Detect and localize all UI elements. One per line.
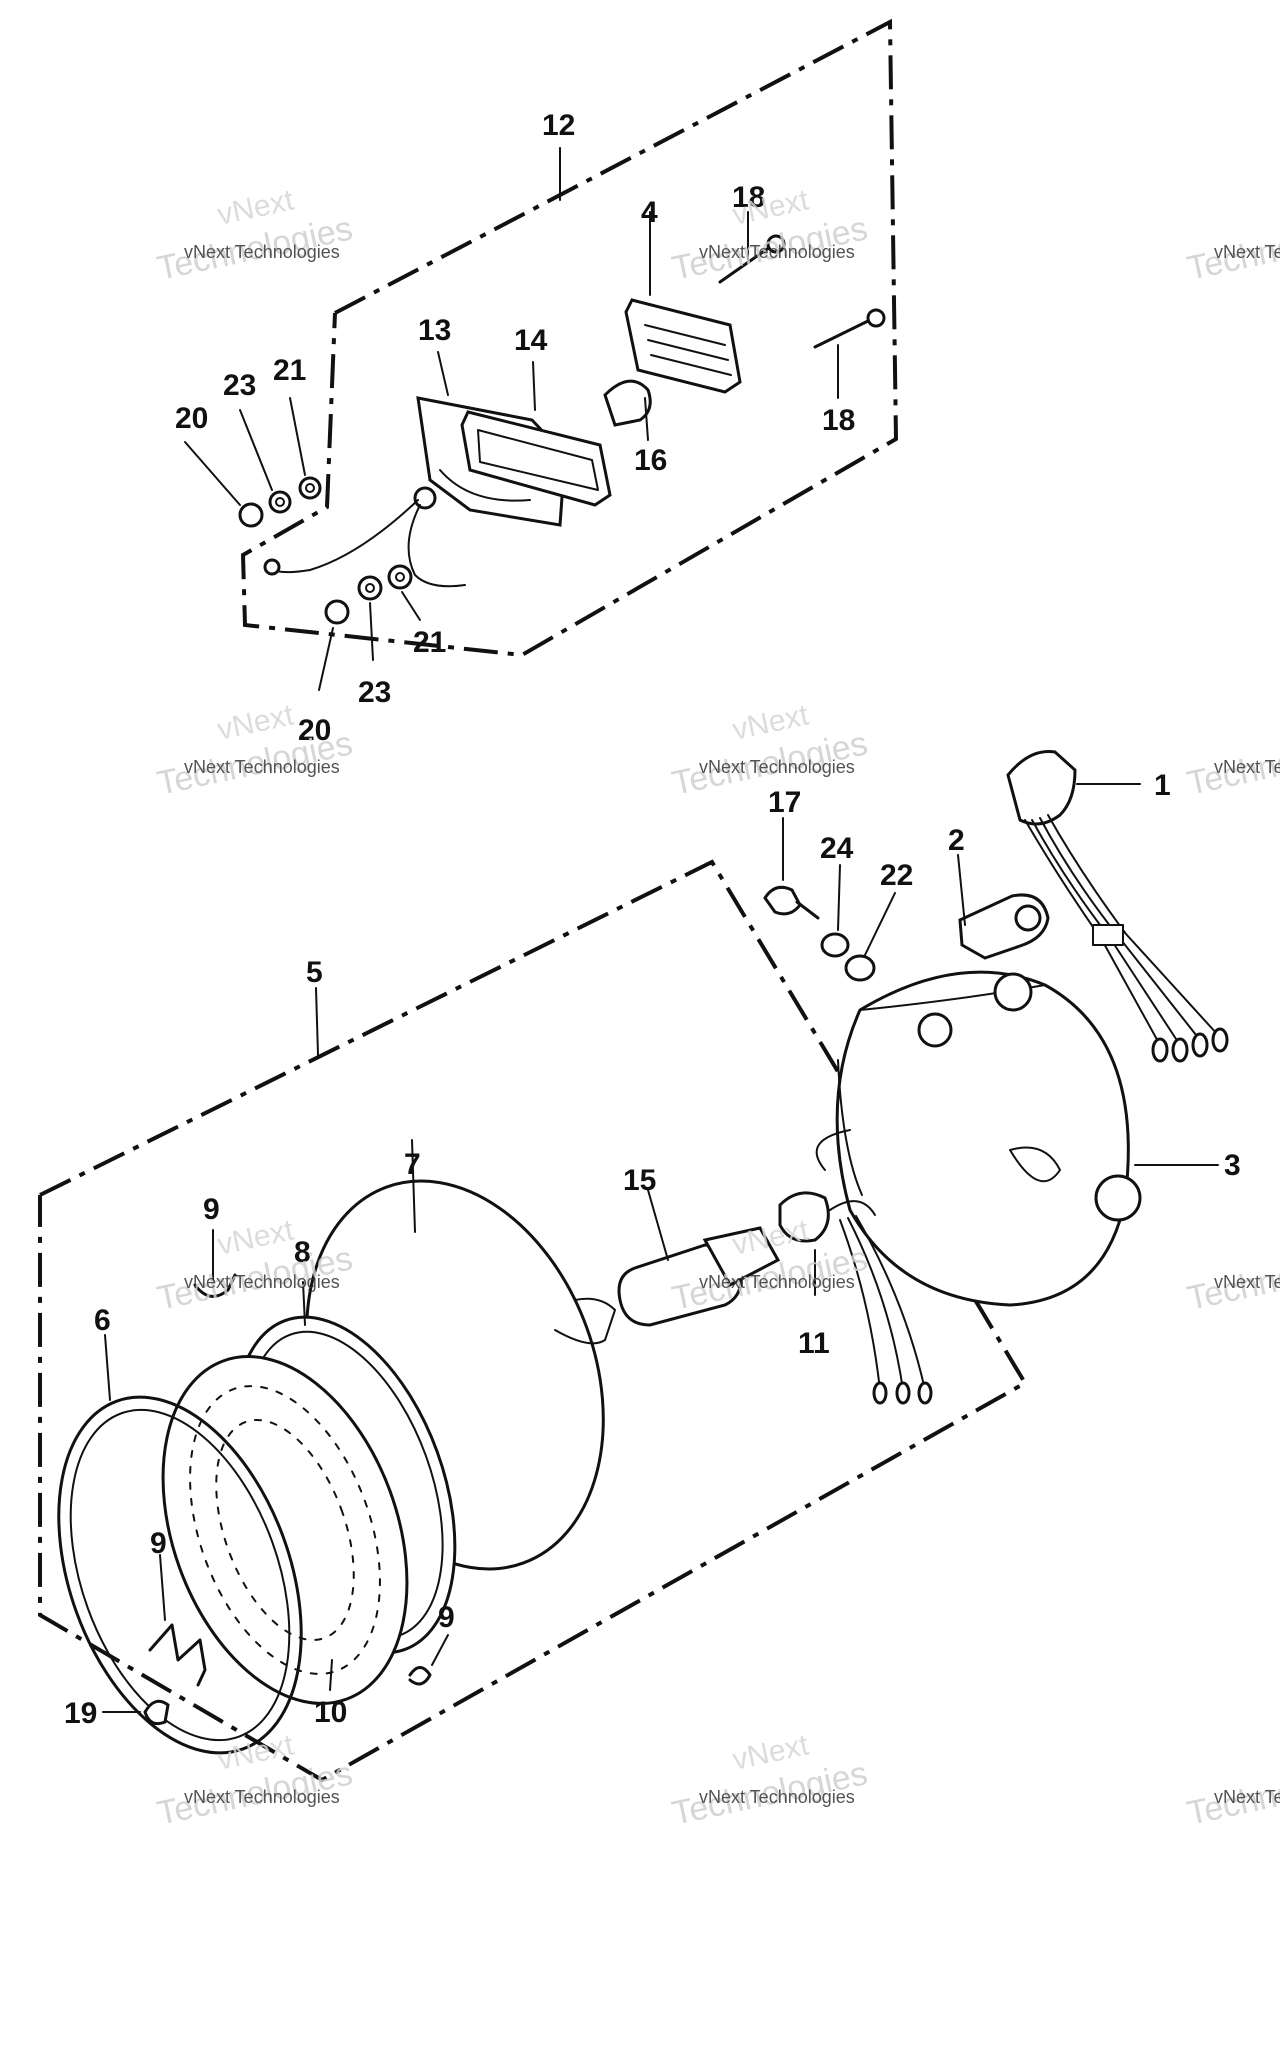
svg-text:vNext Technologies: vNext Technologies bbox=[699, 1787, 855, 1807]
svg-text:vNext Technologies: vNext Technologies bbox=[184, 242, 340, 262]
watermark: vNext Technologies vNext Technologies bbox=[669, 1728, 871, 1832]
label-10: 10 bbox=[314, 1696, 347, 1729]
svg-text:vNext Technologies: vNext Technologies bbox=[699, 242, 855, 262]
label-9a: 9 bbox=[203, 1193, 220, 1226]
screw-part-19 bbox=[143, 1699, 170, 1726]
label-20b: 20 bbox=[298, 714, 331, 747]
svg-text:vNext Technologies: vNext Technologies bbox=[699, 757, 855, 777]
label-14: 14 bbox=[514, 324, 548, 357]
label-6: 6 bbox=[94, 1304, 111, 1337]
label-15: 15 bbox=[623, 1164, 656, 1197]
watermark: Technologies vNext Technologies bbox=[1184, 209, 1280, 287]
watermark: Technologies vNext Technologies bbox=[1184, 1754, 1280, 1832]
label-8: 8 bbox=[294, 1236, 311, 1269]
label-1: 1 bbox=[1154, 769, 1171, 802]
outer-rim-part-6 bbox=[57, 1395, 303, 1755]
label-13: 13 bbox=[418, 314, 451, 347]
label-9b: 9 bbox=[150, 1527, 167, 1560]
watermark: Technologies vNext Technologies bbox=[1184, 1239, 1280, 1317]
bolt-part-17 bbox=[763, 885, 802, 916]
bulb-part-16 bbox=[603, 379, 652, 427]
label-23a: 23 bbox=[223, 369, 256, 402]
headlight-assembly bbox=[38, 749, 1229, 1783]
cover-part-4 bbox=[624, 298, 742, 394]
label-17: 17 bbox=[768, 786, 801, 819]
svg-text:vNext Technologies: vNext Technologies bbox=[184, 1787, 340, 1807]
label-18a: 18 bbox=[732, 181, 765, 214]
label-9c: 9 bbox=[438, 1601, 455, 1634]
label-2: 2 bbox=[948, 824, 965, 857]
label-21b: 21 bbox=[413, 626, 446, 659]
clip-part-9 bbox=[148, 1623, 207, 1687]
label-7: 7 bbox=[404, 1148, 421, 1181]
svg-text:vNext Technologies: vNext Technologies bbox=[1214, 242, 1280, 262]
label-21a: 21 bbox=[273, 354, 306, 387]
label-11: 11 bbox=[798, 1327, 830, 1360]
watermark: vNext Technologies vNext Technologies bbox=[669, 183, 871, 287]
assembly-12-boundary bbox=[240, 18, 899, 658]
case-part-3 bbox=[835, 970, 1130, 1307]
svg-text:vNext Technologies: vNext Technologies bbox=[184, 1272, 340, 1292]
watermark: Technologies vNext Technologies bbox=[1184, 724, 1280, 802]
label-5: 5 bbox=[306, 956, 323, 989]
label-19: 19 bbox=[64, 1697, 97, 1730]
license-light-assembly bbox=[184, 18, 899, 691]
label-18b: 18 bbox=[822, 404, 855, 437]
svg-text:vNext Technologies: vNext Technologies bbox=[1214, 1272, 1280, 1292]
watermark: vNext Technologies vNext Technologies bbox=[154, 183, 356, 287]
label-16: 16 bbox=[634, 444, 667, 477]
svg-text:vNext Technologies: vNext Technologies bbox=[699, 1272, 855, 1292]
label-23b: 23 bbox=[358, 676, 391, 709]
sealed-beam-part-10 bbox=[161, 1355, 409, 1705]
label-20a: 20 bbox=[175, 402, 208, 435]
wire-harness bbox=[1024, 814, 1219, 1046]
socket-part-11 bbox=[778, 1191, 830, 1243]
svg-text:vNext Technologies: vNext Technologies bbox=[1214, 757, 1280, 777]
svg-text:vNext Technologies: vNext Technologies bbox=[184, 757, 340, 777]
label-24: 24 bbox=[820, 832, 854, 865]
part-labels: 1 2 3 4 5 6 7 8 9 9 9 10 11 12 13 14 15 … bbox=[64, 109, 1241, 1730]
label-3: 3 bbox=[1224, 1149, 1241, 1182]
svg-text:vNext Technologies: vNext Technologies bbox=[1214, 1787, 1280, 1807]
label-12: 12 bbox=[542, 109, 575, 142]
label-4: 4 bbox=[641, 196, 658, 229]
connector-part-1 bbox=[1006, 749, 1077, 826]
label-22: 22 bbox=[880, 859, 913, 892]
assembly-5-boundary bbox=[38, 859, 1028, 1783]
